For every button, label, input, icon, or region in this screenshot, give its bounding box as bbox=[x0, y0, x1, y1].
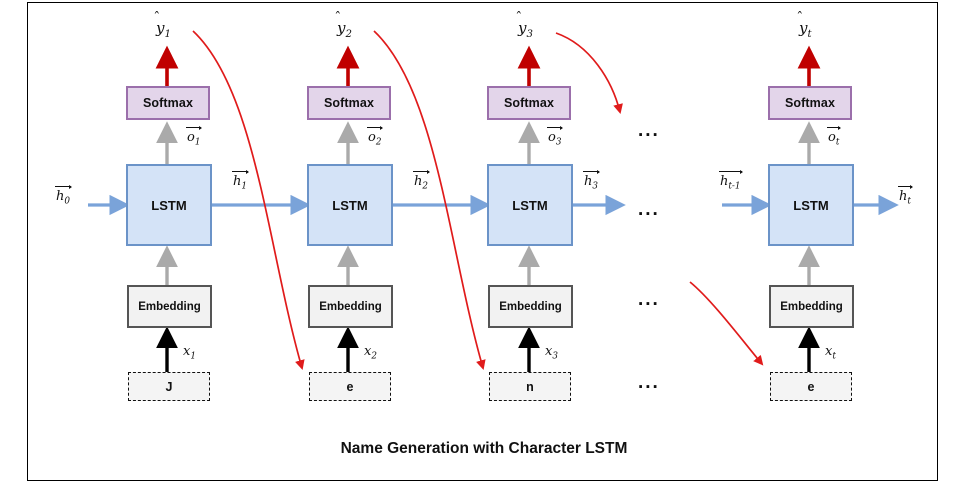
character-box-3[interactable]: n bbox=[489, 372, 571, 401]
softmax-label: Softmax bbox=[784, 96, 836, 110]
lstm-box-2[interactable]: LSTM bbox=[307, 164, 393, 246]
output-label-3: ̂y3 bbox=[518, 19, 533, 40]
lstm-label: LSTM bbox=[512, 197, 548, 213]
softmax-label: Softmax bbox=[323, 96, 375, 110]
character-label: J bbox=[165, 379, 173, 394]
x-label-3: x3 bbox=[545, 344, 558, 362]
hidden-label-1: h1 bbox=[232, 169, 249, 191]
x-label-t: xt bbox=[825, 344, 836, 362]
softmax-label: Softmax bbox=[142, 96, 194, 110]
initial-hidden-label: h0 bbox=[55, 184, 72, 206]
character-label: e bbox=[346, 379, 354, 394]
character-label: e bbox=[807, 379, 815, 394]
x-label-1: x1 bbox=[183, 344, 196, 362]
o-label-3: o3 bbox=[547, 125, 564, 147]
ellipsis-softmax-row: ... bbox=[638, 120, 660, 141]
output-label-1: ̂y1 bbox=[156, 19, 171, 40]
embedding-label: Embedding bbox=[138, 300, 201, 313]
lstm-box-t[interactable]: LSTM bbox=[768, 164, 854, 246]
softmax-box-2[interactable]: Softmax bbox=[307, 86, 391, 120]
softmax-box-3[interactable]: Softmax bbox=[487, 86, 571, 120]
lstm-label: LSTM bbox=[332, 197, 368, 213]
embedding-label: Embedding bbox=[499, 300, 562, 313]
character-box-2[interactable]: e bbox=[309, 372, 391, 401]
embedding-box-1[interactable]: Embedding bbox=[127, 285, 212, 328]
o-label-t: ot bbox=[827, 125, 842, 147]
lstm-label: LSTM bbox=[151, 197, 187, 213]
hidden-label-2: h2 bbox=[413, 169, 430, 191]
figure-caption: Name Generation with Character LSTM bbox=[340, 440, 628, 457]
softmax-box-t[interactable]: Softmax bbox=[768, 86, 852, 120]
output-label-t: ̂yt bbox=[799, 19, 812, 40]
hidden-label-3: h3 bbox=[583, 169, 600, 191]
o-label-1: o1 bbox=[186, 125, 203, 147]
softmax-box-1[interactable]: Softmax bbox=[126, 86, 210, 120]
embedding-label: Embedding bbox=[319, 300, 382, 313]
o-label-2: o2 bbox=[367, 125, 384, 147]
lstm-box-3[interactable]: LSTM bbox=[487, 164, 573, 246]
embedding-box-t[interactable]: Embedding bbox=[769, 285, 854, 328]
ellipsis-embedding-row: ... bbox=[638, 289, 660, 310]
character-box-1[interactable]: J bbox=[128, 372, 210, 401]
hidden-label-t: ht bbox=[898, 184, 913, 206]
hidden-label-t-minus-1: ht-1 bbox=[719, 169, 743, 191]
embedding-box-2[interactable]: Embedding bbox=[308, 285, 393, 328]
ellipsis-lstm-row: ... bbox=[638, 199, 660, 220]
lstm-box-1[interactable]: LSTM bbox=[126, 164, 212, 246]
softmax-label: Softmax bbox=[503, 96, 555, 110]
output-label-2: ̂y2 bbox=[337, 19, 352, 40]
embedding-box-3[interactable]: Embedding bbox=[488, 285, 573, 328]
character-label: n bbox=[526, 379, 534, 394]
ellipsis-character-row: ... bbox=[638, 372, 660, 393]
x-label-2: x2 bbox=[364, 344, 377, 362]
lstm-label: LSTM bbox=[793, 197, 829, 213]
embedding-label: Embedding bbox=[780, 300, 843, 313]
character-box-t[interactable]: e bbox=[770, 372, 852, 401]
